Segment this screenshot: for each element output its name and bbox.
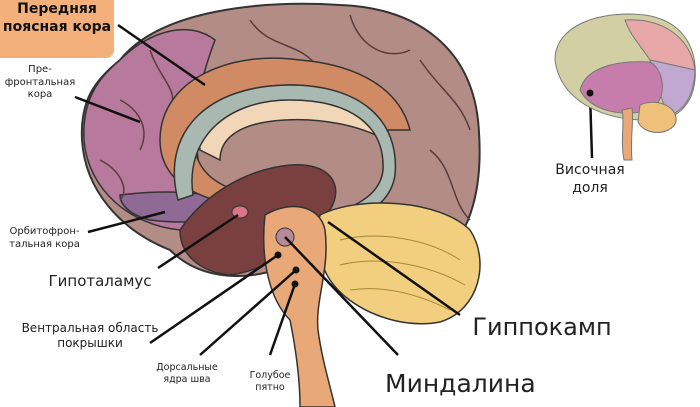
cerebellum: [316, 202, 481, 325]
label-hypothalamus: Гипоталамус: [48, 272, 152, 290]
cerebellum-folia: [339, 235, 466, 311]
label-raphe: Дорсальные ядра шва: [156, 362, 218, 385]
label-amygdala: Миндалина: [385, 369, 536, 398]
label-vta: Вентральная область покрышки: [21, 321, 159, 350]
inset-brain: [554, 13, 696, 161]
label-hippocampus: Гиппокамп: [472, 313, 612, 341]
anterior-cingulate-title: Передняя поясная кора: [0, 0, 114, 58]
label-prefrontal: Пре-фронтальная кора: [4, 64, 76, 100]
label-locus: Голубое пятно: [249, 370, 291, 393]
brainstem: [262, 205, 336, 407]
leader-lines: [74, 23, 594, 356]
label-orbitofrontal: Орбитофрон-тальная кора: [9, 226, 80, 250]
label-temporal: Височная доля: [555, 162, 625, 196]
